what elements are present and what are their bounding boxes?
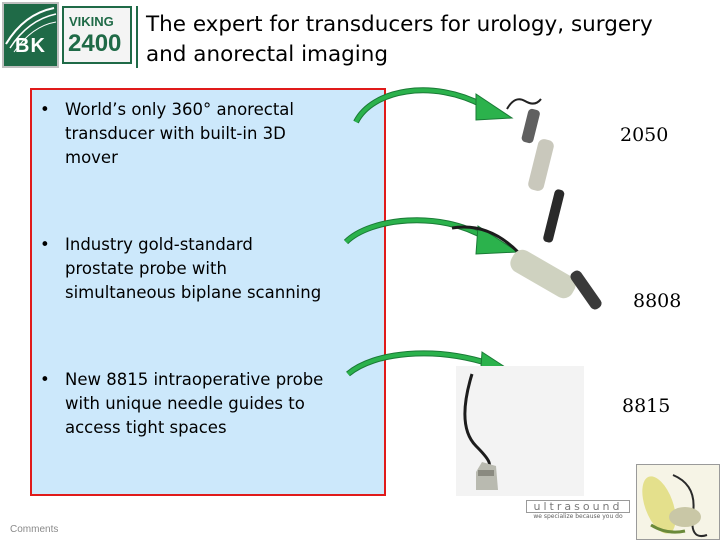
bullet-item-2050: • World’s only 360° anorectal transducer… [40,98,380,170]
comments-label: Comments [10,524,59,535]
bullet-text: New 8815 intraoperative probe with uniqu… [65,370,324,437]
model-8808-label: 8808 [633,290,682,312]
probe-8815-image [456,366,584,496]
bk-logo-swoosh-icon [5,7,57,53]
bk-logo-text: BK [15,35,46,57]
ultrasound-logo: ultrasound we specialize because you do [526,500,630,522]
bullet-item-8815: • New 8815 intraoperative probe with uni… [40,368,380,440]
slide-title: The expert for transducers for urology, … [146,12,653,67]
viking-2400-logo: VIKING 2400 [62,6,132,64]
bullet-text: Industry gold-standard prostate probe wi… [65,235,322,302]
probe-2050-image [506,98,565,243]
corner-photo [636,464,720,540]
viking-logo-number: 2400 [68,30,122,57]
model-8815-label: 8815 [622,395,671,417]
curved-arrow-icon [353,87,514,124]
bullet-item-8808: • Industry gold-standard prostate probe … [40,233,380,305]
bullet-marker: • [40,100,50,119]
content-box [30,88,386,496]
viking-logo-text: VIKING [69,14,114,29]
probe-8808-image [451,225,602,310]
bk-logo: BK [2,2,59,68]
ultrasound-tagline: we specialize because you do [533,513,623,520]
corner-photo-image [637,465,719,539]
bullet-marker: • [40,370,50,389]
ultrasound-logo-text: ultrasound [526,500,630,513]
bullet-marker: • [40,235,50,254]
bullet-text: World’s only 360° anorectal transducer w… [65,100,294,167]
title-divider [136,6,138,68]
curved-arrow-icon [343,217,520,255]
model-2050-label: 2050 [620,124,669,146]
